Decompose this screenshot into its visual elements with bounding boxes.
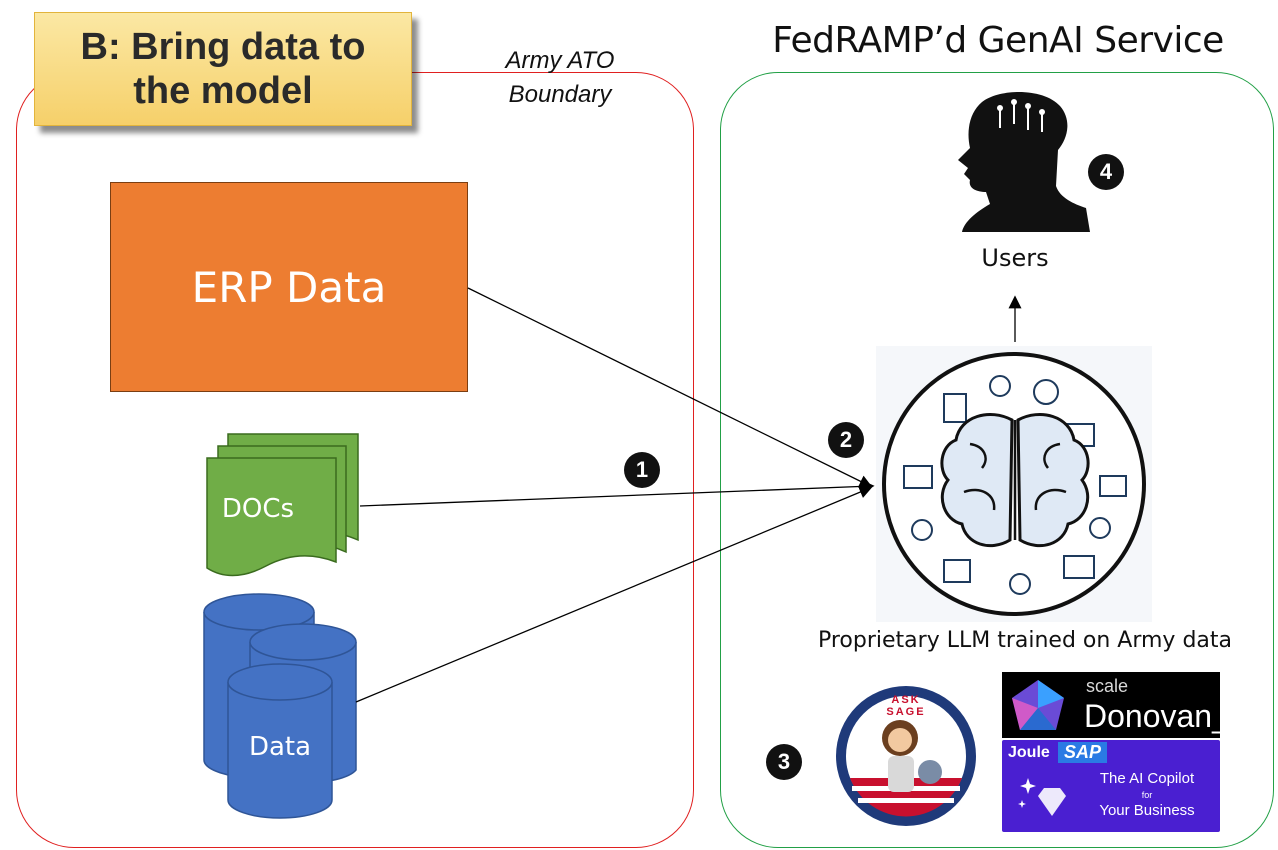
step-2-marker: 2 <box>828 422 864 458</box>
sap-badge: SAP <box>1058 742 1108 763</box>
fedramp-genai-boundary <box>720 72 1274 848</box>
army-ato-label-line-1: Army ATO <box>505 47 615 74</box>
title-line-2: the model <box>133 70 313 112</box>
llm-caption: Proprietary LLM trained on Army data <box>817 628 1232 653</box>
joule-name: Joule <box>1008 744 1050 761</box>
step-4-marker: 4 <box>1088 154 1124 190</box>
army-ato-label-line-2: Boundary <box>508 81 612 108</box>
erp-to-llm-line <box>467 287 873 488</box>
docs-label: DOCs <box>221 494 295 524</box>
llm-brain-icon <box>876 346 1152 622</box>
donovan-scale-text: scale <box>1086 676 1129 696</box>
docs-to-llm-line <box>359 479 875 507</box>
ask-sage-text: ASK SAGE <box>886 694 926 718</box>
joule-line-1: The AI Copilot <box>1099 770 1195 787</box>
joule-for-text: for <box>1141 790 1153 800</box>
erp-data-box: ERP Data <box>110 182 468 392</box>
fedramp-label: FedRAMP’d GenAI Service <box>772 20 1224 61</box>
donovan-name-text: Donovan_ <box>1084 698 1230 734</box>
user-head-icon <box>958 91 1090 232</box>
users-label: Users <box>981 244 1049 272</box>
data-cylinders-icon <box>203 593 357 819</box>
docs-icon <box>206 433 359 577</box>
army-ato-boundary-label: Army ATO Boundary <box>472 44 648 112</box>
joule-line-2: Your Business <box>1099 802 1195 819</box>
joule-diamond-icon <box>1018 778 1066 816</box>
scale-donovan-logo: scale Donovan_ <box>1002 672 1230 738</box>
step-3-marker: 3 <box>766 744 802 780</box>
title-callout: B: Bring data to the model <box>34 12 412 126</box>
donovan-gem-icon <box>1012 680 1064 730</box>
ask-sage-logo <box>836 686 976 826</box>
step-1-marker: 1 <box>624 452 660 488</box>
title-line-1: B: Bring data to <box>80 26 366 68</box>
erp-data-label: ERP Data <box>191 262 387 312</box>
data-label: Data <box>248 732 312 762</box>
joule-sap-logo: Joule SAP The AI Copilot for Your Busine… <box>1002 740 1220 832</box>
data-to-llm-line <box>355 485 873 703</box>
